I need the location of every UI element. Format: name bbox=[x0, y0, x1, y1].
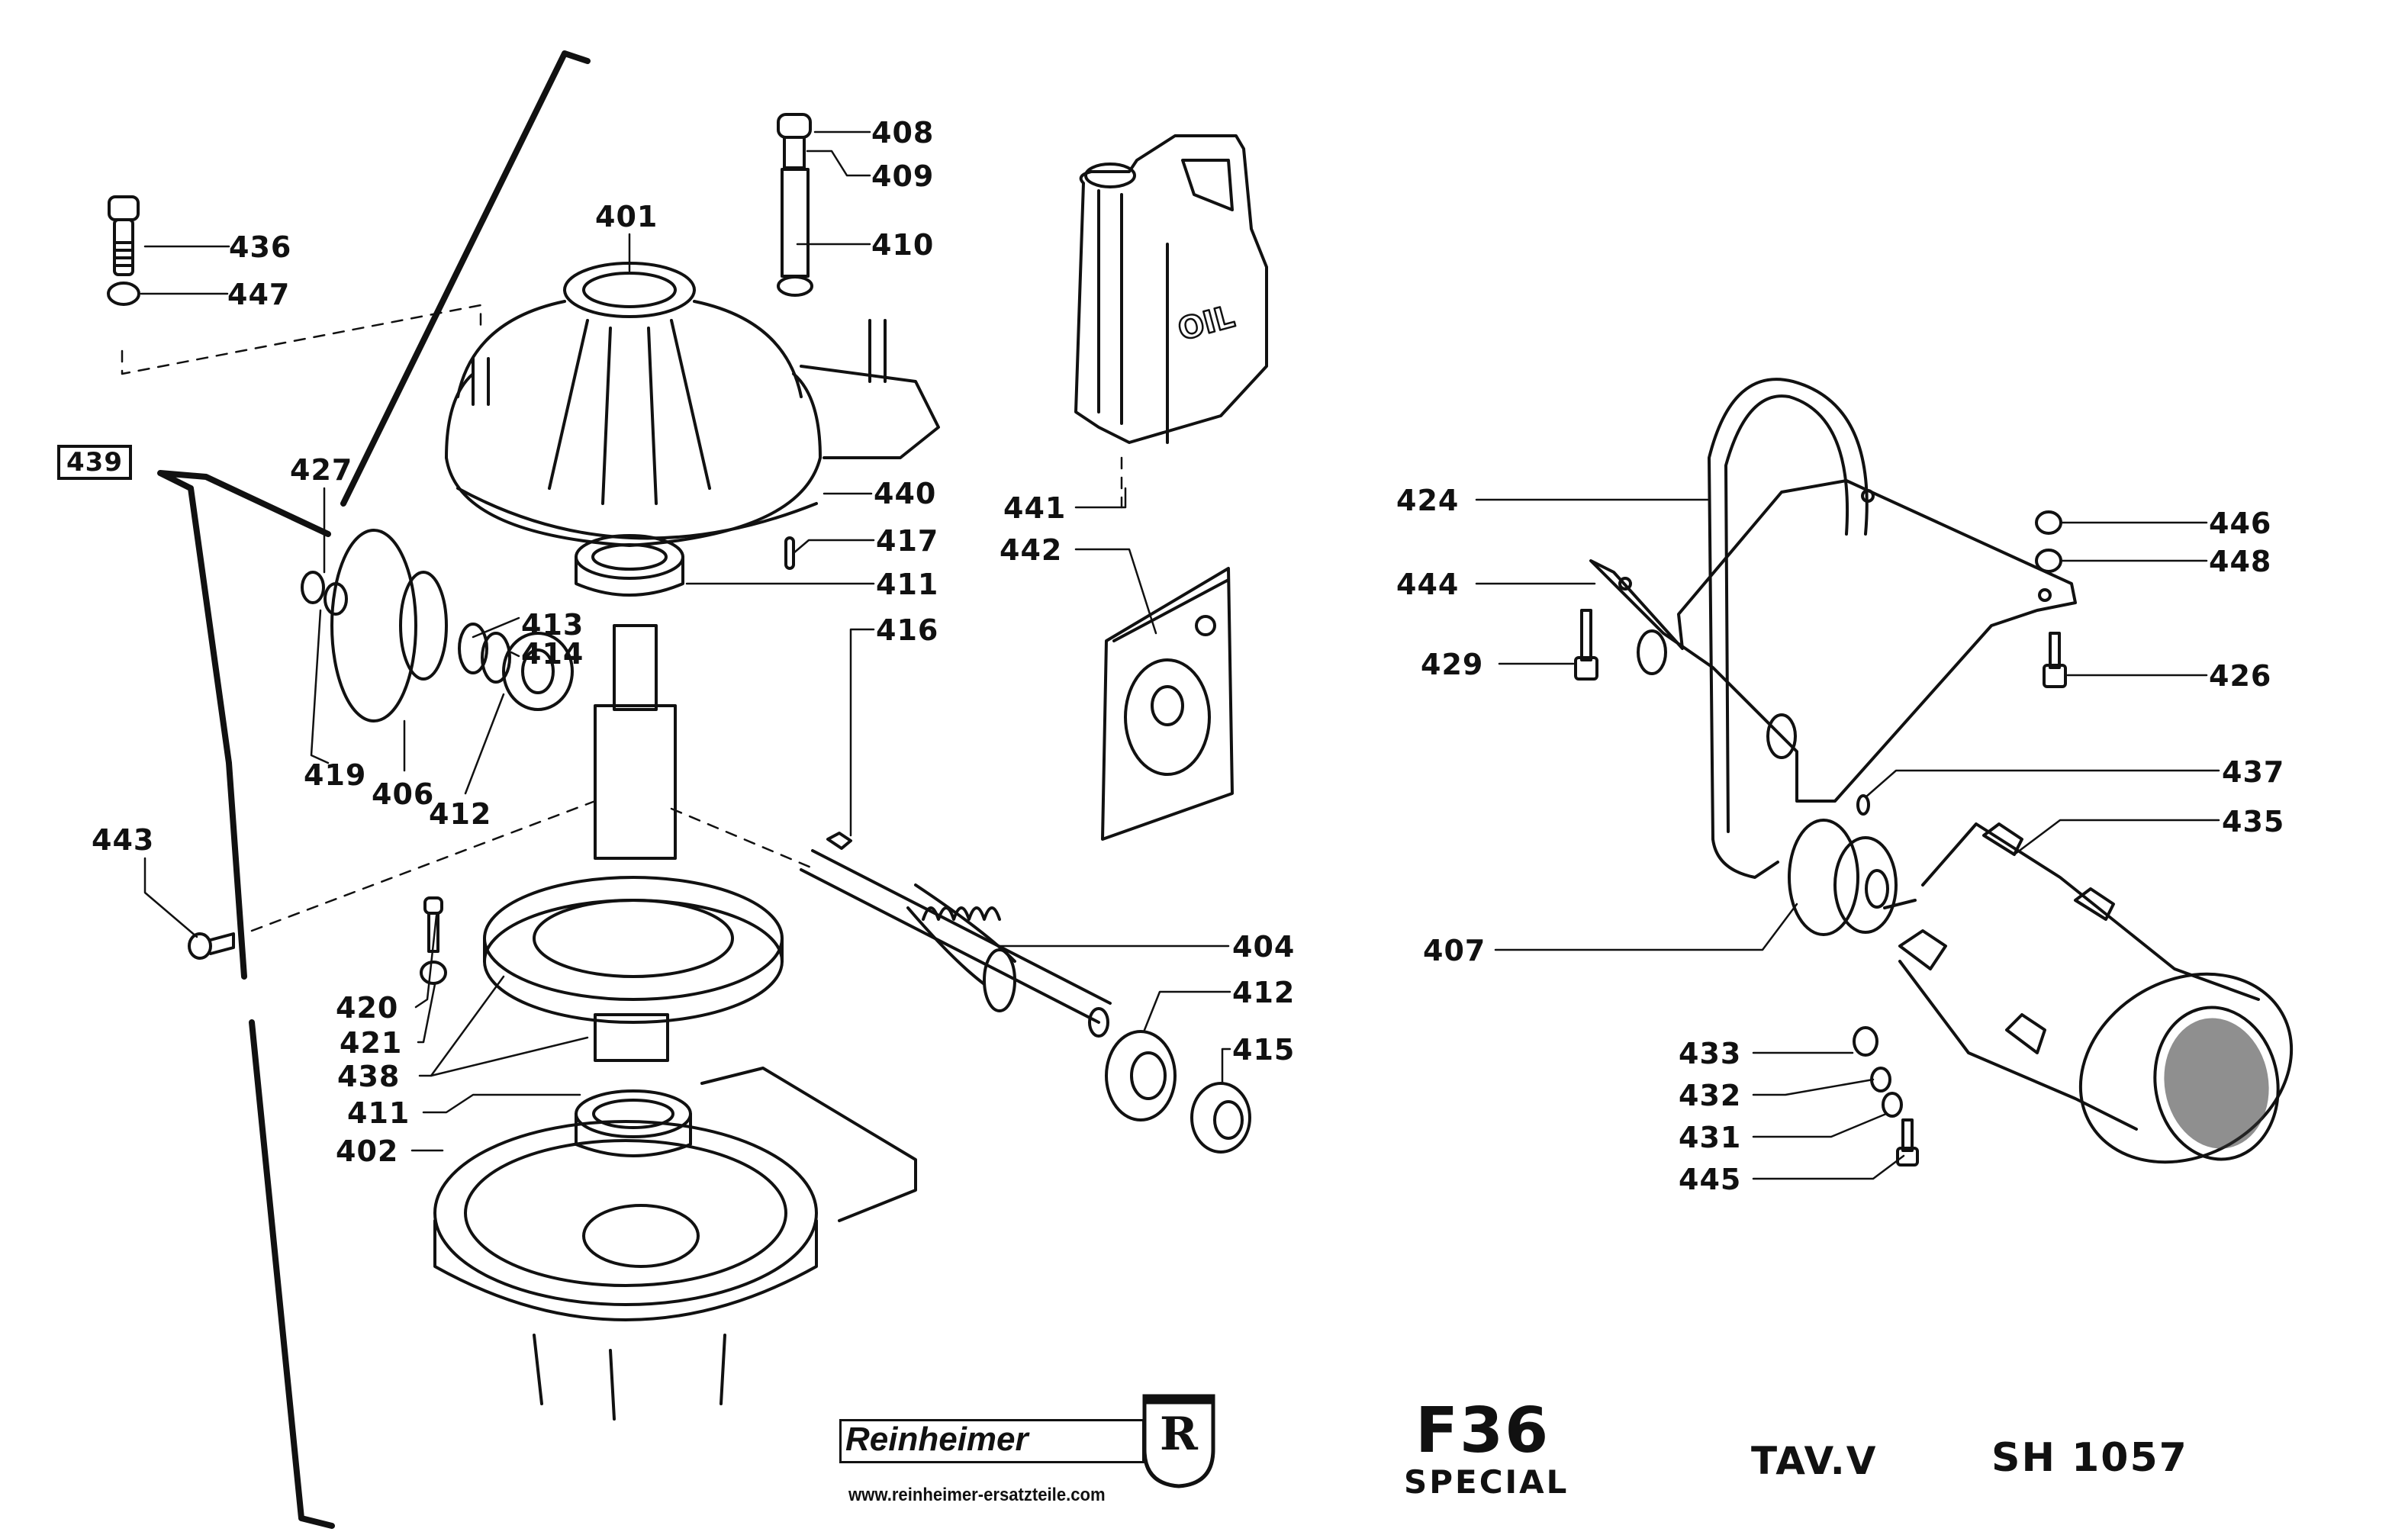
main-shaft-gear-438-drawing bbox=[483, 624, 784, 1062]
part-label-444: 444 bbox=[1396, 568, 1460, 601]
reinheimer-emblem-letter: R bbox=[1160, 1408, 1198, 1461]
sheet-number: SH 1057 bbox=[1991, 1435, 2188, 1481]
screw-429-drawing bbox=[1574, 609, 1598, 681]
motor-fan-grille bbox=[2164, 1018, 2269, 1149]
part-label-445: 445 bbox=[1679, 1163, 1742, 1196]
flange-406-drawing bbox=[301, 529, 574, 722]
part-label-413: 413 bbox=[521, 608, 584, 642]
plug-shaft-408-410-drawing bbox=[777, 113, 813, 297]
reinheimer-shield-emblem bbox=[1142, 1394, 1215, 1488]
website-url[interactable]: www.reinheimer-ersatzteile.com bbox=[848, 1485, 1106, 1505]
part-label-404: 404 bbox=[1232, 930, 1296, 964]
lower-housing-402-drawing bbox=[433, 1067, 917, 1421]
motor-bracket-444-drawing bbox=[1589, 479, 2077, 803]
bearing-411-bottom-drawing bbox=[575, 1089, 692, 1157]
bearing-411-top-drawing bbox=[575, 534, 684, 597]
part-label-407: 407 bbox=[1423, 934, 1486, 967]
screw-443-drawing bbox=[188, 932, 235, 960]
part-label-410: 410 bbox=[871, 228, 935, 262]
gasket-set-442-drawing bbox=[1101, 567, 1234, 841]
part-label-408: 408 bbox=[871, 116, 935, 150]
reinheimer-logo-text: Reinheimer bbox=[845, 1421, 1029, 1458]
part-label-411-top: 411 bbox=[876, 568, 939, 601]
assembly-dashed-lines bbox=[121, 304, 1123, 932]
bearing-412-right-drawing bbox=[1105, 1030, 1177, 1121]
part-label-412-right: 412 bbox=[1232, 976, 1296, 1009]
leader-lines bbox=[140, 130, 2220, 1180]
part-label-409: 409 bbox=[871, 159, 935, 193]
oil-can-441-drawing bbox=[1074, 134, 1268, 444]
part-label-447: 447 bbox=[227, 278, 291, 311]
part-label-419: 419 bbox=[304, 758, 367, 792]
model-variant: SPECIAL bbox=[1404, 1463, 1569, 1501]
part-label-414: 414 bbox=[521, 637, 584, 671]
worm-shaft-404-drawing bbox=[800, 849, 1112, 1038]
key-437-drawing bbox=[1856, 794, 1870, 816]
part-label-443: 443 bbox=[92, 823, 155, 857]
part-label-406: 406 bbox=[372, 777, 435, 811]
seal-415-drawing bbox=[1190, 1082, 1251, 1154]
part-label-417: 417 bbox=[876, 524, 939, 558]
upper-housing-401-drawing bbox=[445, 262, 940, 547]
bolt-436-drawing bbox=[107, 195, 140, 306]
motor-435-drawing bbox=[1883, 822, 2294, 1164]
part-label-402: 402 bbox=[336, 1134, 399, 1168]
part-label-429: 429 bbox=[1421, 648, 1484, 681]
nut-448-drawing bbox=[2035, 549, 2062, 573]
reinheimer-logo-frame bbox=[839, 1419, 1144, 1463]
part-label-441: 441 bbox=[1003, 491, 1067, 525]
part-label-438: 438 bbox=[337, 1060, 401, 1093]
pin-417-drawing bbox=[784, 536, 795, 570]
part-label-416: 416 bbox=[876, 613, 939, 647]
part-label-424: 424 bbox=[1396, 484, 1460, 517]
part-label-440: 440 bbox=[874, 477, 937, 510]
part-label-446: 446 bbox=[2209, 507, 2272, 540]
part-label-442: 442 bbox=[1000, 533, 1063, 567]
part-label-435: 435 bbox=[2222, 805, 2285, 838]
v-belt-424-drawing bbox=[1708, 378, 1869, 879]
assembly-bracket-439 bbox=[157, 50, 591, 1529]
part-label-427: 427 bbox=[290, 453, 353, 487]
part-label-421: 421 bbox=[340, 1026, 403, 1060]
part-label-420: 420 bbox=[336, 991, 399, 1025]
part-label-415: 415 bbox=[1232, 1033, 1296, 1067]
screw-445-drawing bbox=[1896, 1118, 1919, 1167]
screw-426-drawing bbox=[2043, 632, 2067, 688]
oil-can-label: OIL bbox=[1174, 299, 1238, 348]
part-label-401: 401 bbox=[595, 200, 658, 233]
washer-432-drawing bbox=[1870, 1067, 1891, 1093]
part-label-448: 448 bbox=[2209, 545, 2272, 578]
part-label-437: 437 bbox=[2222, 755, 2285, 789]
model-number: F36 bbox=[1415, 1395, 1550, 1467]
part-label-431: 431 bbox=[1679, 1121, 1742, 1154]
part-label-432: 432 bbox=[1679, 1079, 1742, 1112]
part-label-433: 433 bbox=[1679, 1037, 1742, 1070]
part-label-411-bottom: 411 bbox=[347, 1096, 410, 1130]
part-label-439: 439 bbox=[57, 445, 132, 480]
pulley-407-drawing bbox=[1788, 819, 1898, 936]
nut-433-drawing bbox=[1853, 1026, 1878, 1057]
washer-431-drawing bbox=[1882, 1092, 1903, 1118]
part-label-412-left: 412 bbox=[429, 797, 492, 831]
table-number: TAV.V bbox=[1751, 1439, 1878, 1483]
nut-446-drawing bbox=[2035, 510, 2062, 535]
key-416-drawing bbox=[826, 832, 852, 850]
part-label-426: 426 bbox=[2209, 659, 2272, 693]
part-label-436: 436 bbox=[229, 230, 292, 264]
